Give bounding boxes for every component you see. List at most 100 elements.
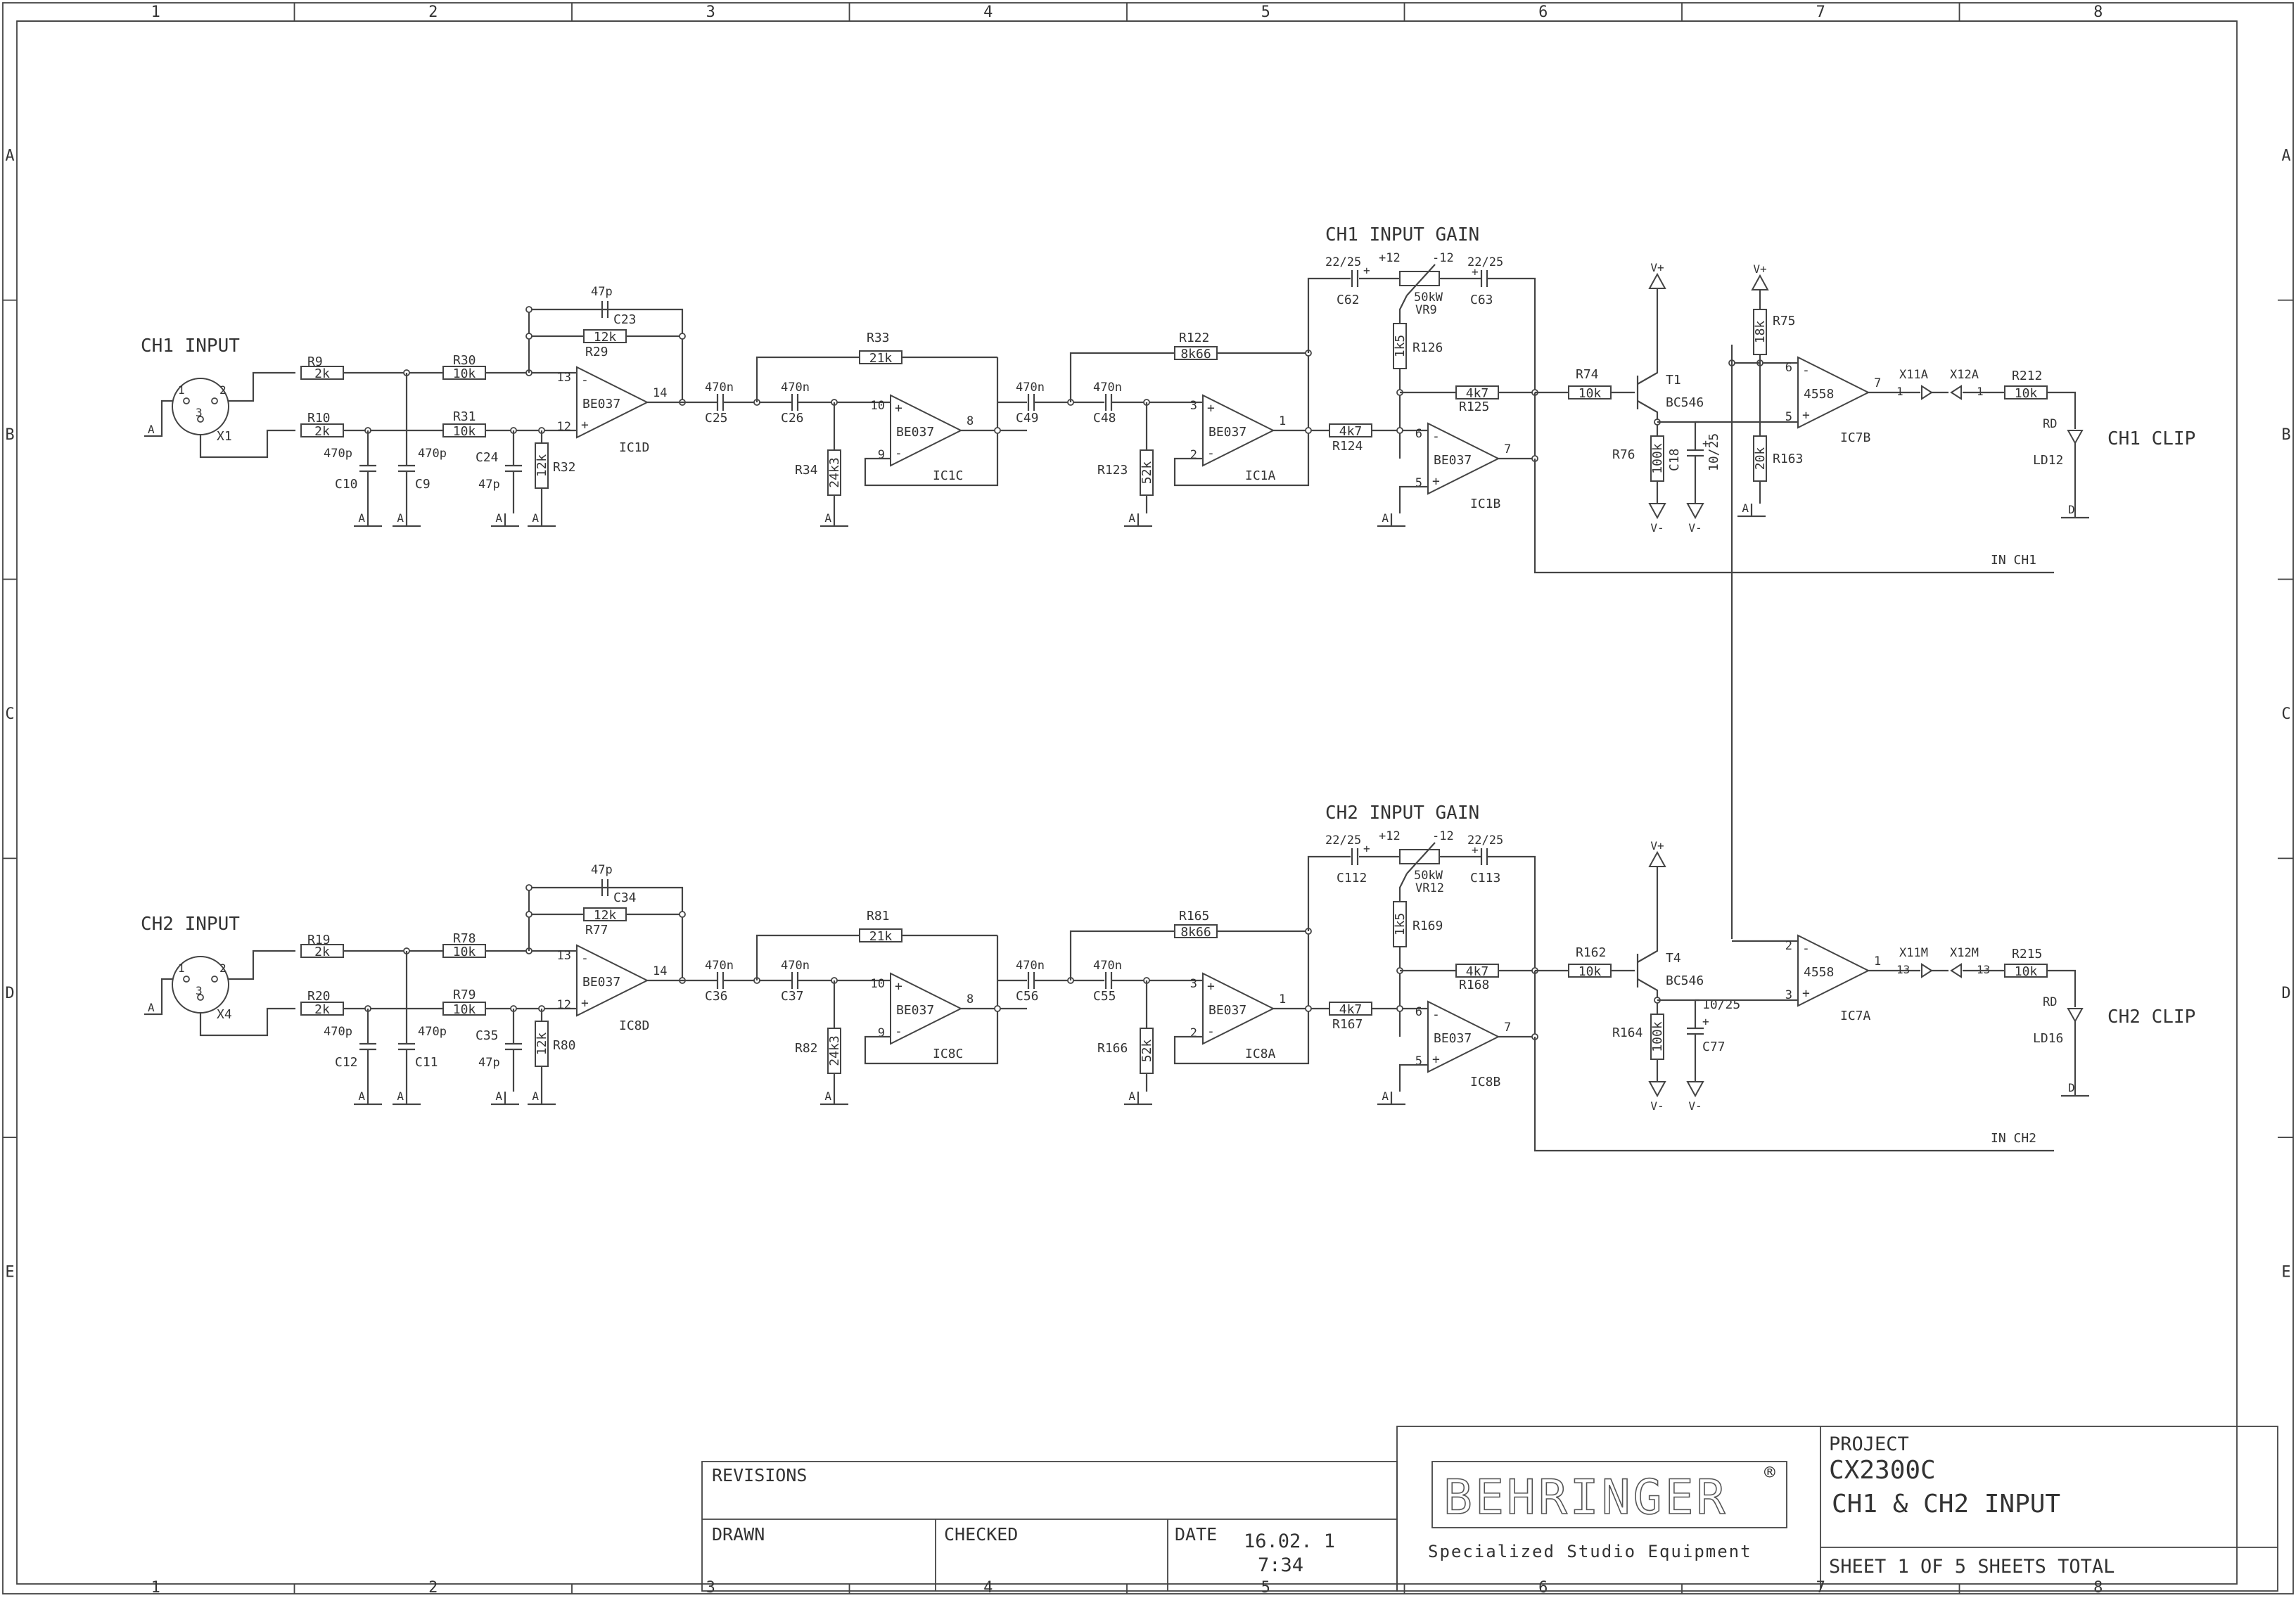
cap-value: 47p <box>591 285 613 299</box>
column-label: 6 <box>1538 1579 1548 1597</box>
cap-ref: C26 <box>781 411 804 426</box>
cap-value: 47p <box>478 478 500 492</box>
ground-label: A <box>148 423 155 436</box>
supply-label: V- <box>1688 521 1702 535</box>
column-label: 6 <box>1538 4 1548 21</box>
wire <box>528 886 684 980</box>
wire <box>755 934 997 980</box>
pin-sign: + <box>1207 401 1215 416</box>
resistor-ref: R33 <box>867 331 890 345</box>
wire <box>1533 459 2054 574</box>
net-label: IN CH1 <box>1991 553 2036 568</box>
pot-ref: VR9 <box>1415 303 1437 317</box>
cap-value: 22/25 <box>1467 833 1503 848</box>
wire <box>1637 288 1659 385</box>
polarity: + <box>1363 842 1370 855</box>
op-amp-type: BE037 <box>896 1003 934 1018</box>
pin-sign: - <box>1802 363 1810 378</box>
row-label: B <box>5 426 14 444</box>
behringer-logo: BEHRINGER <box>1443 1470 1728 1526</box>
ground-label: A <box>358 511 365 525</box>
pin-number: 8 <box>967 992 974 1006</box>
xlr-pin: 2 <box>219 383 227 397</box>
resistor-ref: R166 <box>1097 1041 1128 1056</box>
op-amp-ref: IC7B <box>1840 430 1870 445</box>
junction <box>1396 427 1403 434</box>
led-color: RD <box>2043 995 2057 1009</box>
pin-sign: + <box>895 401 903 416</box>
column-label: 2 <box>428 1579 438 1597</box>
cap-ref: C10 <box>335 477 358 492</box>
cap-value: 470n <box>705 381 734 395</box>
comparator <box>1797 356 1870 429</box>
supply-arrow-up <box>1648 272 1666 289</box>
sheet-info: SHEET 1 OF 5 SHEETS TOTAL <box>1829 1556 2115 1578</box>
led <box>2067 430 2084 445</box>
wire <box>1307 855 1351 931</box>
resistor-ref: R19 <box>307 933 331 947</box>
project-name: CX2300C <box>1829 1456 1936 1485</box>
transistor-ref: T4 <box>1666 951 1681 966</box>
cap-value: 470n <box>1016 381 1045 395</box>
polarity: + <box>1472 843 1479 857</box>
wire <box>1173 931 1310 1065</box>
pin-number: 2 <box>1190 1026 1197 1040</box>
resistor-value: 4k7 <box>1339 424 1363 439</box>
cap-value: 22/25 <box>1467 255 1503 269</box>
resistor-value: 52k <box>1140 1040 1154 1063</box>
column-label: 7 <box>1816 4 1825 21</box>
row-label: C <box>2281 705 2290 723</box>
pin-sign: + <box>581 418 589 433</box>
junction <box>994 427 1001 434</box>
supply-arrow-up <box>1648 850 1666 867</box>
junction <box>183 976 190 983</box>
resistor-ref: R122 <box>1179 331 1209 345</box>
wire <box>1398 873 1408 902</box>
cap-ref: C113 <box>1470 871 1500 886</box>
resistor-value: 1k5 <box>1393 335 1408 358</box>
pin-sign: + <box>1207 979 1215 994</box>
resistor-ref: R29 <box>585 345 608 359</box>
resistor-value: 1k5 <box>1393 913 1408 936</box>
column-label: 2 <box>428 4 438 21</box>
op-amp-3 <box>1202 394 1275 467</box>
wire <box>1533 1037 2054 1152</box>
resistor-value: 10k <box>1579 964 1602 979</box>
cap-value: 470n <box>705 959 734 973</box>
cap-value: 470n <box>781 959 810 973</box>
connector-pin <box>1950 963 1962 978</box>
pin-number: 1 <box>1279 414 1286 428</box>
resistor-value: 4k7 <box>1339 1002 1363 1017</box>
ground-label: A <box>495 1089 502 1103</box>
resistor-ref: R79 <box>453 987 476 1002</box>
net-label: IN CH2 <box>1991 1131 2036 1146</box>
pin-sign: - <box>581 373 589 388</box>
resistor-value: 8k66 <box>1180 925 1211 940</box>
connector-pin-number: 13 <box>1977 963 1990 976</box>
wire <box>2047 391 2077 429</box>
pin-number: 2 <box>1190 448 1197 462</box>
resistor-value: 12k <box>535 454 549 478</box>
polarity: + <box>1702 437 1709 450</box>
junction <box>1396 1005 1403 1012</box>
pin-number: 9 <box>878 1026 885 1040</box>
xlr-pin: 1 <box>178 383 185 397</box>
resistor-value: 12k <box>535 1033 549 1056</box>
cap-ref: C25 <box>705 411 728 426</box>
input-title: CH1 INPUT <box>141 335 240 357</box>
resistor-value: 8k66 <box>1180 347 1211 362</box>
op-amp-1 <box>576 944 649 1017</box>
column-label: 1 <box>151 4 160 21</box>
wire <box>1307 277 1351 353</box>
connector-ref: X1 <box>217 429 232 444</box>
resistor-ref: R82 <box>795 1041 818 1056</box>
cap-ref: C18 <box>1667 448 1682 471</box>
column-label: 3 <box>706 4 715 21</box>
op-amp-ref: IC8B <box>1470 1075 1500 1089</box>
cap-ref: C56 <box>1016 989 1039 1004</box>
pin-number: 5 <box>1785 410 1792 424</box>
ground-label: A <box>397 1089 404 1103</box>
connector-ref: X11A <box>1899 368 1928 382</box>
pin-number: 7 <box>1504 442 1511 456</box>
pin-sign: - <box>1432 429 1440 444</box>
